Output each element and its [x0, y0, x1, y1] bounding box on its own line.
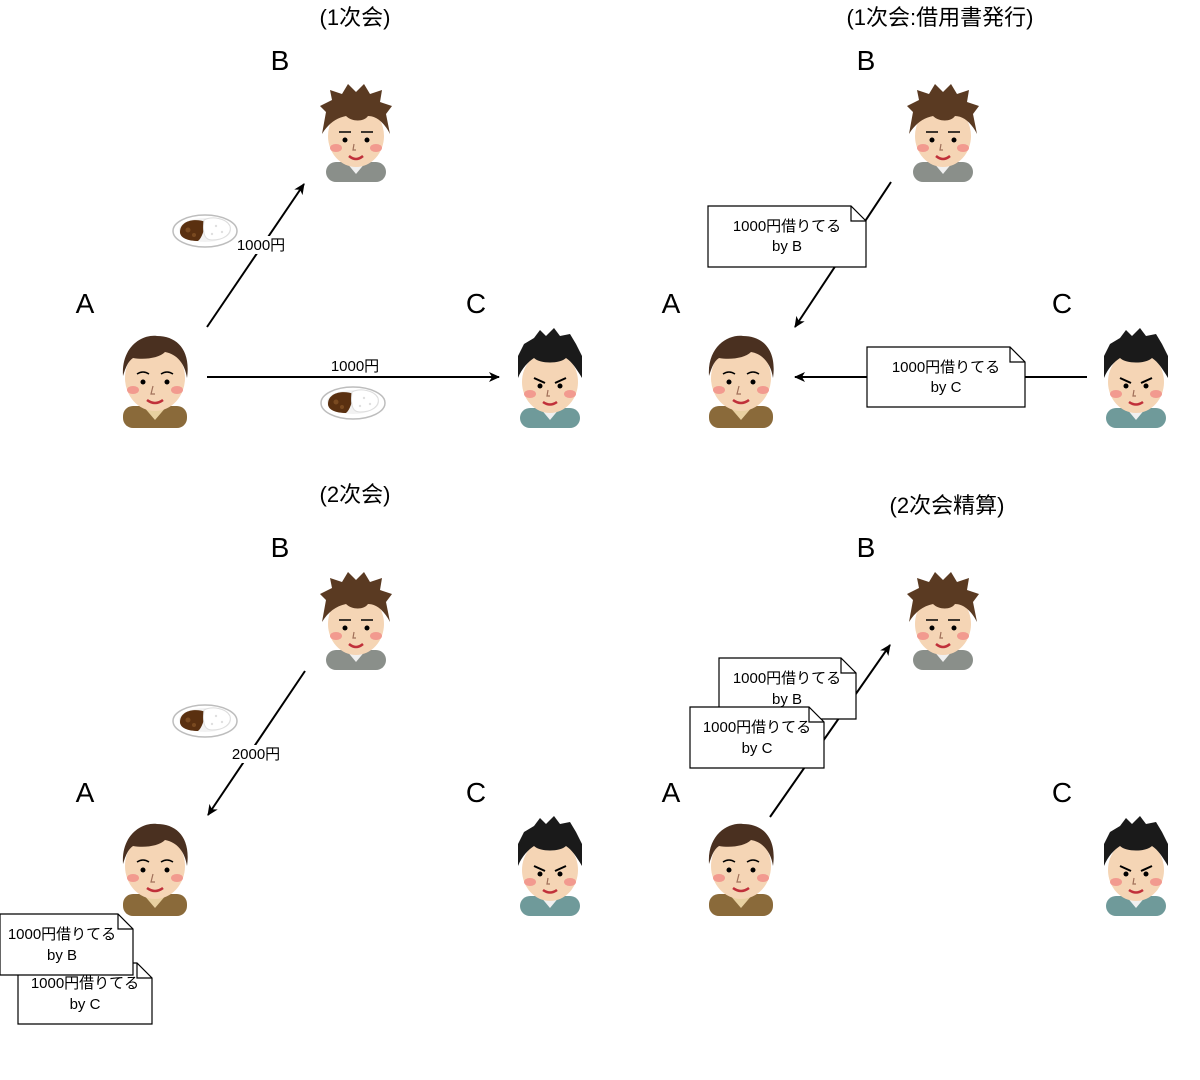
iou-note: 1000円借りてる by C: [689, 706, 825, 769]
iou-note-signer: by B: [772, 691, 802, 708]
person-b-icon: [905, 570, 981, 670]
panel-1-label-a: A: [76, 288, 95, 319]
person-a-icon: [121, 822, 189, 916]
person-b-icon: [318, 82, 394, 182]
iou-note-signer: by C: [742, 740, 773, 757]
panel-3-title: (2次会): [320, 482, 391, 507]
panel-4-label-c: C: [1052, 777, 1072, 808]
panel-1: (1次会) B A C 1000円 1000円: [76, 5, 584, 428]
panel-3-edge-label-b-to-a: 2000円: [232, 746, 280, 763]
iou-note-amount: 1000円借りてる: [892, 359, 1000, 376]
panel-1-label-c: C: [466, 288, 486, 319]
curry-rice-icon: [320, 386, 386, 420]
panel-3-edge-b-to-a: [207, 670, 306, 816]
panel-1-edge-label-a-to-b: 1000円: [237, 237, 285, 254]
person-a-icon: [121, 334, 189, 428]
person-c-icon: [1102, 328, 1170, 428]
panel-1-edge-label-a-to-c: 1000円: [331, 358, 379, 375]
person-b-icon: [905, 82, 981, 182]
iou-note-amount: 1000円借りてる: [703, 719, 811, 736]
person-c-icon: [516, 328, 584, 428]
iou-note: 1000円借りてる by C: [17, 962, 153, 1025]
iou-note: 1000円借りてる by B: [718, 657, 857, 720]
iou-note-signer: by B: [47, 947, 77, 964]
panel-3-label-a: A: [76, 777, 95, 808]
panel-2: (1次会:借用書発行) B A C 1000円借りてる by B 1000円借り…: [662, 5, 1170, 428]
iou-note-amount: 1000円借りてる: [733, 218, 841, 235]
iou-note-signer: by C: [931, 379, 962, 396]
person-c-icon: [1102, 816, 1170, 916]
panel-4-edge-a-to-b: [769, 644, 891, 818]
panel-4: (2次会精算) B A C 1000円借りてる by B 1000円借りてる b…: [662, 493, 1170, 916]
panel-1-label-b: B: [271, 45, 290, 76]
panel-3-label-c: C: [466, 777, 486, 808]
curry-rice-icon: [172, 214, 238, 248]
panel-3: (2次会) B A C 2000円 1000円借りてる by C 1000円借り…: [0, 482, 584, 1025]
panel-3-label-b: B: [271, 532, 290, 563]
iou-note-amount: 1000円借りてる: [8, 926, 116, 943]
iou-note-signer: by C: [70, 996, 101, 1013]
panel-2-label-a: A: [662, 288, 681, 319]
iou-note: 1000円借りてる by B: [0, 913, 134, 976]
curry-rice-icon: [172, 704, 238, 738]
iou-note: 1000円借りてる by B: [707, 205, 867, 268]
panel-1-edge-a-to-b: [206, 183, 305, 328]
iou-note-signer: by B: [772, 238, 802, 255]
panel-4-title: (2次会精算): [890, 493, 1005, 518]
person-a-icon: [707, 334, 775, 428]
person-b-icon: [318, 570, 394, 670]
panel-2-label-c: C: [1052, 288, 1072, 319]
panel-4-label-a: A: [662, 777, 681, 808]
iou-note: 1000円借りてる by C: [866, 346, 1026, 408]
panel-4-label-b: B: [857, 532, 876, 563]
panel-2-title: (1次会:借用書発行): [846, 5, 1033, 30]
panel-1-title: (1次会): [320, 5, 391, 30]
panel-2-label-b: B: [857, 45, 876, 76]
iou-note-amount: 1000円借りてる: [733, 670, 841, 687]
person-c-icon: [516, 816, 584, 916]
person-a-icon: [707, 822, 775, 916]
iou-note-amount: 1000円借りてる: [31, 975, 139, 992]
